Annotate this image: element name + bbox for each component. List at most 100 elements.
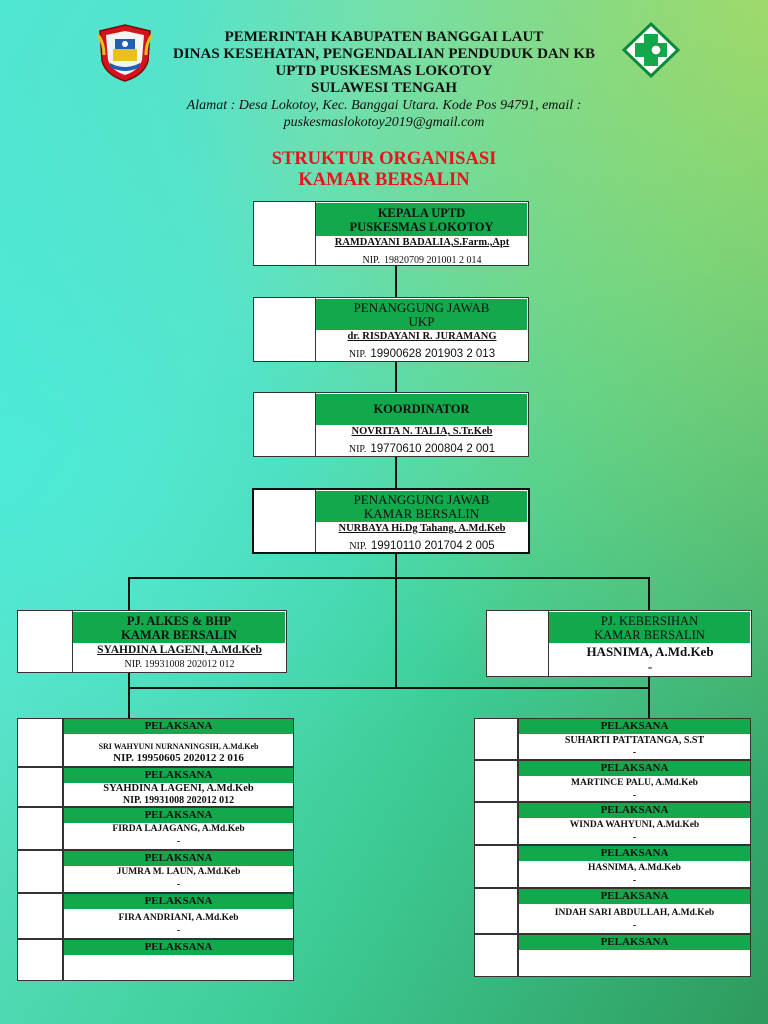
pelaksana-header: PELAKSANA [519,846,750,861]
pj-kebersihan-role: PJ. KEBERSIHAN KAMAR BERSALIN [549,612,750,643]
pelaksana-name: INDAH SARI ABDULLAH, A.Md.Keb [554,908,715,918]
health-cross-icon [622,22,680,78]
chart-title-line-1: STRUKTUR ORGANISASI [271,149,497,169]
pj-alkes-name: SYAHDINA LAGENI, A.Md.Keb [97,644,262,656]
pj-kebersihan-role-line-2: KAMAR BERSALIN [594,628,705,642]
pelaksana-sub: - [176,879,181,890]
header-line-1: PEMERINTAH KABUPATEN BANGGAI LAUT [224,29,544,45]
pelaksana-sub: NIP. 19950605 202012 2 016 [113,752,244,764]
connector-line [128,577,650,579]
nip-label: NIP. [348,444,367,455]
pj-kebersihan-card: PJ. KEBERSIHAN KAMAR BERSALIN HASNIMA, A… [486,610,752,677]
photo-placeholder [474,802,518,845]
pj-ukp-role-line-2: UKP [408,314,435,329]
right-pelaksana-item: PELAKSANA SUHARTI PATTATANGA, S.ST - [518,718,751,760]
pj-kamar-bersalin-card: PENANGGUNG JAWAB KAMAR BERSALIN NURBAYA … [252,488,530,554]
koordinator-name: NOVRITA N. TALIA, S.Tr.Keb [351,426,493,437]
pj-ukp-name: dr. RISDAYANI R. JURAMANG [347,331,497,342]
kepala-role-line-2: PUSKESMAS LOKOTOY [349,220,494,234]
kepala-role: KEPALA UPTD PUSKESMAS LOKOTOY [316,203,527,236]
pj-kamar-nip: NIP. 19910110 201704 2 005 [316,536,528,554]
left-pelaksana-item: PELAKSANA SRI WAHYUNI NURNANINGSIH, A.Md… [63,718,294,767]
pj-alkes-role: PJ. ALKES & BHP KAMAR BERSALIN [73,612,285,643]
pelaksana-sub: - [176,925,181,936]
photo-placeholder [17,939,63,981]
connector-line [128,672,130,688]
header-line-3: UPTD PUSKESMAS LOKOTOY [275,63,493,79]
photo-placeholder [474,718,518,760]
photo-placeholder [17,718,63,767]
pelaksana-name: MARTINCE PALU, A.Md.Keb [571,778,698,788]
address-line-1: Alamat : Desa Lokotoy, Kec. Banggai Utar… [186,98,582,113]
nip-label: NIP. [362,255,380,266]
pj-kamar-role-line-1: PENANGGUNG JAWAB [353,492,490,507]
connector-line [648,687,650,718]
pelaksana-name: FIRDA LAJAGANG, A.Md.Keb [112,824,245,834]
right-pelaksana-item: PELAKSANA INDAH SARI ABDULLAH, A.Md.Keb … [518,888,751,934]
connector-line [395,553,397,578]
photo-placeholder [17,767,63,807]
photo-placeholder [18,611,73,672]
connector-line [648,676,650,688]
pj-ukp-role-line-1: PENANGGUNG JAWAB [353,300,490,315]
regency-crest-icon [96,24,154,82]
pelaksana-header: PELAKSANA [519,889,750,904]
connector-line [128,687,650,689]
photo-placeholder [254,490,316,552]
pj-ukp-nip: NIP. 19900628 201903 2 013 [316,344,528,362]
koordinator-role: KOORDINATOR [316,394,527,425]
pj-ukp-card: PENANGGUNG JAWAB UKP dr. RISDAYANI R. JU… [253,297,529,362]
photo-placeholder [254,393,316,456]
nip-number: 19820709 201001 2 014 [384,255,482,266]
pelaksana-sub: - [632,920,637,931]
nip-label: NIP. [349,541,367,552]
right-pelaksana-item: PELAKSANA [518,934,751,977]
left-pelaksana-item: PELAKSANA FIRA ANDRIANI, A.Md.Keb - [63,893,294,939]
pelaksana-sub: - [176,836,181,847]
koordinator-card: KOORDINATOR NOVRITA N. TALIA, S.Tr.Keb N… [253,392,529,457]
connector-line [128,577,130,611]
pelaksana-name: SUHARTI PATTATANGA, S.ST [564,735,705,746]
pelaksana-name: FIRA ANDRIANI, A.Md.Keb [118,913,239,923]
nip-label: NIP. [348,349,367,360]
pelaksana-sub: - [632,875,637,886]
right-pelaksana-item: PELAKSANA MARTINCE PALU, A.Md.Keb - [518,760,751,802]
photo-placeholder [474,845,518,888]
pelaksana-sub: NIP. 19931008 202012 012 [122,795,235,806]
right-pelaksana-item: PELAKSANA WINDA WAHYUNI, A.Md.Keb - [518,802,751,845]
left-pelaksana-item: PELAKSANA [63,939,294,981]
photo-placeholder [474,760,518,802]
pelaksana-name: WINDA WAHYUNI, A.Md.Keb [569,820,700,830]
photo-placeholder [17,893,63,939]
pelaksana-header: PELAKSANA [64,808,293,823]
header-line-2: DINAS KESEHATAN, PENGENDALIAN PENDUDUK D… [173,46,595,62]
pelaksana-name: JUMRA M. LAUN, A.Md.Keb [116,867,241,877]
kepala-name: RAMDAYANI BADALIA,S.Farm.,Apt [334,237,510,248]
connector-line [648,577,650,611]
connector-line [395,577,397,688]
pj-alkes-role-line-1: PJ. ALKES & BHP [126,614,232,628]
photo-placeholder [17,807,63,850]
photo-placeholder [474,934,518,977]
chart-title-line-2: KAMAR BERSALIN [298,170,470,190]
kepala-uptd-card: KEPALA UPTD PUSKESMAS LOKOTOY RAMDAYANI … [253,201,529,266]
nip-number: 19770610 200804 2 001 [370,443,496,455]
pj-alkes-card: PJ. ALKES & BHP KAMAR BERSALIN SYAHDINA … [17,610,287,673]
pelaksana-name: SYAHDINA LAGENI, A.Md.Keb [103,783,254,794]
pelaksana-header: PELAKSANA [519,935,750,950]
pelaksana-header: PELAKSANA [519,761,750,776]
connector-line [128,687,130,718]
pelaksana-name: SRI WAHYUNI NURNANINGSIH, A.Md.Keb [98,742,259,751]
connector-line [395,361,397,393]
photo-placeholder [487,611,549,676]
pelaksana-sub: - [632,747,637,758]
pelaksana-header: PELAKSANA [64,719,293,734]
pelaksana-name: HASNIMA, A.Md.Keb [588,863,681,873]
pelaksana-header: PELAKSANA [64,851,293,866]
address-line-2: puskesmaslokotoy2019@gmail.com [283,115,485,130]
pelaksana-header: PELAKSANA [519,719,750,734]
pj-ukp-role: PENANGGUNG JAWAB UKP [316,299,527,330]
left-pelaksana-item: PELAKSANA JUMRA M. LAUN, A.Md.Keb - [63,850,294,893]
pelaksana-header: PELAKSANA [64,768,293,783]
pelaksana-header: PELAKSANA [64,894,293,909]
